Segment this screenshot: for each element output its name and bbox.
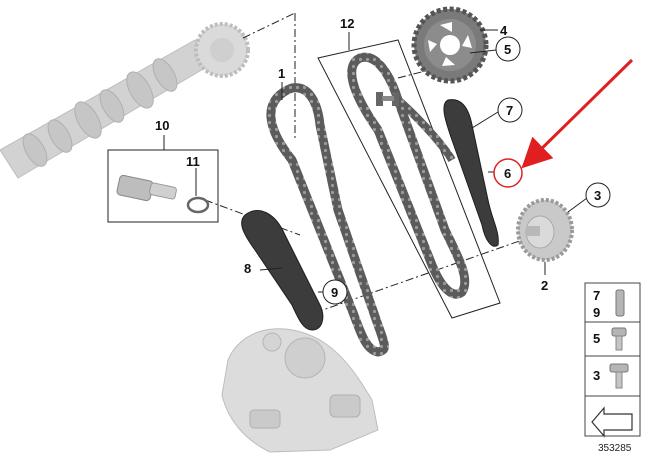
callout-6: 6: [504, 166, 511, 181]
image-number: 353285: [598, 443, 632, 454]
flange-bolt-icon: [609, 363, 629, 389]
top-sprocket: [411, 6, 489, 84]
legend-label-3: 3: [593, 368, 600, 383]
camshaft: [0, 22, 250, 179]
timing-chain-right: [347, 52, 470, 299]
chain-group-bracket: [317, 39, 501, 319]
chain-connector: [376, 92, 399, 106]
callout-9: 9: [331, 285, 338, 300]
chain-tensioner: [116, 174, 177, 202]
tensioner-box: [107, 149, 219, 223]
sealing-ring: [186, 196, 210, 214]
callout-5: 5: [504, 42, 511, 57]
callout-3: 3: [594, 188, 601, 203]
highlight-arrow: [521, 58, 634, 169]
callout-labels: 1 2 3 4 5 6 7 8 9 10 11 12: [155, 16, 611, 305]
bolt-icon: [611, 327, 627, 351]
callout-10: 10: [155, 118, 169, 133]
legend-label-7: 7: [593, 288, 600, 303]
callout-2: 2: [541, 278, 548, 293]
callout-11: 11: [186, 154, 200, 169]
callout-1: 1: [278, 66, 285, 81]
legend-label-9: 9: [593, 305, 600, 320]
fastener-legend: 7 9 5 3: [584, 282, 641, 438]
crankshaft-sprocket: [516, 198, 574, 262]
guide-rail: [241, 210, 324, 331]
callout-4: 4: [500, 23, 508, 38]
arrow-outline-icon: [591, 406, 633, 438]
chain-lower-loop: [395, 96, 456, 163]
callout-12: 12: [340, 16, 354, 31]
callout-7: 7: [506, 103, 513, 118]
timing-chain-left: [266, 83, 389, 357]
tensioning-rail: [443, 99, 499, 247]
leader-lines: [259, 29, 588, 293]
high-pressure-pump: [221, 328, 379, 453]
pin-icon: [615, 289, 625, 317]
callout-8: 8: [244, 261, 251, 276]
legend-label-5: 5: [593, 331, 600, 346]
